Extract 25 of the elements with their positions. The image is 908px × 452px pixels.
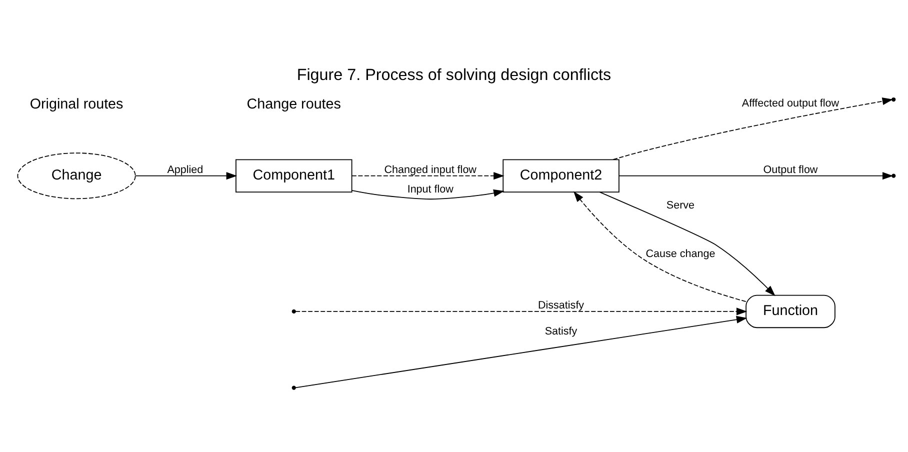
arrow [573,190,746,302]
edge-label: Satisfy [544,324,578,337]
edge-label: Cause change [646,248,716,260]
arrow [352,172,504,180]
edge-label: Serve [666,199,695,212]
arrow [618,172,894,180]
edge-label: Afffected output flow [742,96,840,109]
edge-label: Applied [167,163,204,176]
arrow [599,191,776,296]
edge-label: Dissatisfy [538,298,584,311]
edge-label: Changed input flow [384,163,476,176]
arrow [612,97,894,160]
diagram-title: Figure 7. Process of solving design conflicts [296,66,612,84]
arrow [135,172,238,180]
node-box: Component1 [236,158,352,192]
arrow [351,188,504,200]
edge-label: Input flow [407,183,454,196]
legend-label: Change routes [246,96,341,112]
edge-label: Output flow [763,163,818,176]
node-box: Function [746,294,836,328]
arrow [295,307,748,315]
legend-label: Original routes [30,96,124,112]
arrow [295,315,748,388]
node-box: Component2 [502,158,620,192]
node-ellipse: Change [17,152,136,199]
